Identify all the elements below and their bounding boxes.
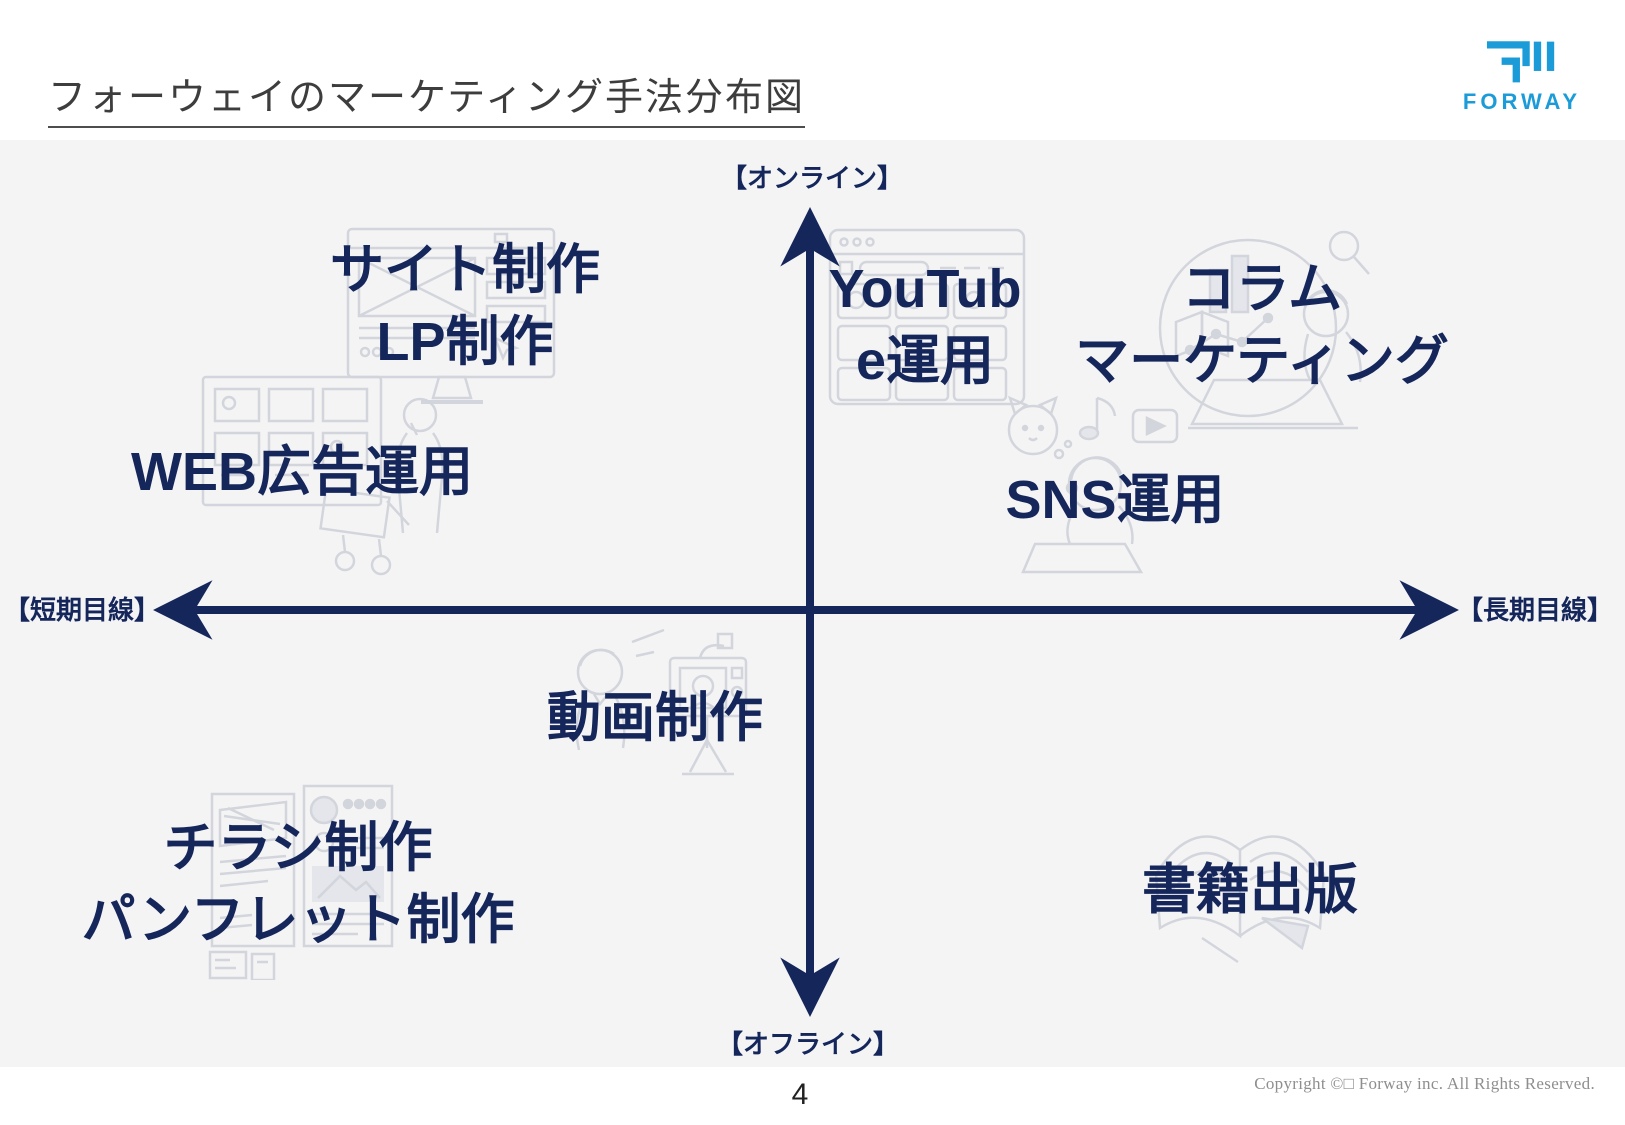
item-label-line: e運用 [855, 331, 995, 391]
open-book-illustration [1142, 778, 1342, 968]
item-video: 動画制作 [547, 682, 763, 754]
item-flyer-pamphlet: チラシ制作 パンフレット制作 [81, 812, 514, 956]
page-number: 4 [791, 1078, 809, 1111]
quadrant-diagram: 【オンライン】 【オフライン】 【短期目線】 【長期目線】 サイト制作 LP制作… [0, 140, 1625, 1067]
item-label-line: SNS運用 [1005, 470, 1225, 530]
item-label-line: WEB広告運用 [131, 442, 473, 502]
item-label-line: 書籍出版 [1142, 860, 1358, 920]
item-web-ad: WEB広告運用 [131, 436, 473, 508]
forway-logo: FORWAY [1449, 40, 1595, 115]
axis-label-short-term: 【短期目線】 [4, 595, 161, 625]
forway-logo-icon [1486, 41, 1555, 83]
item-youtube: YouTub e運用 [829, 253, 1022, 397]
item-label-line: LP制作 [376, 312, 554, 372]
item-book-publishing: 書籍出版 [1142, 854, 1358, 926]
sns-laptop-illustration [995, 386, 1185, 574]
item-column-marketing: コラム マーケティング [1075, 253, 1449, 397]
axes [153, 207, 1459, 1017]
item-label-line: チラシ制作 [163, 818, 433, 878]
item-label-line: 動画制作 [547, 688, 763, 748]
column-research-illustration [1148, 228, 1376, 446]
website-wireframe-illustration [345, 226, 560, 406]
item-label-line: YouTub [828, 259, 1022, 319]
item-site-lp: サイト制作 LP制作 [330, 234, 600, 378]
youtube-browser-illustration [828, 228, 1028, 408]
video-shoot-illustration [552, 628, 770, 780]
item-label-line: パンフレット制作 [81, 890, 515, 950]
axis-label-offline: 【オフライン】 [716, 1029, 900, 1059]
item-label-line: サイト制作 [330, 240, 600, 300]
axis-label-long-term: 【長期目線】 [1457, 595, 1614, 625]
flyer-pamphlet-illustration [208, 782, 400, 980]
axis-label-online: 【オンライン】 [720, 163, 904, 193]
web-ad-shopper-illustration [195, 375, 465, 585]
forway-logo-text: FORWAY [1462, 89, 1582, 114]
page-title: フォーウェイのマーケティング手法分布図 [48, 66, 805, 128]
item-label-line: マーケティング [1075, 331, 1449, 391]
item-label-line: コラム [1181, 259, 1343, 319]
copyright: Copyright ©□ Forway inc. All Rights Rese… [1254, 1074, 1595, 1093]
item-sns: SNS運用 [1005, 464, 1224, 536]
